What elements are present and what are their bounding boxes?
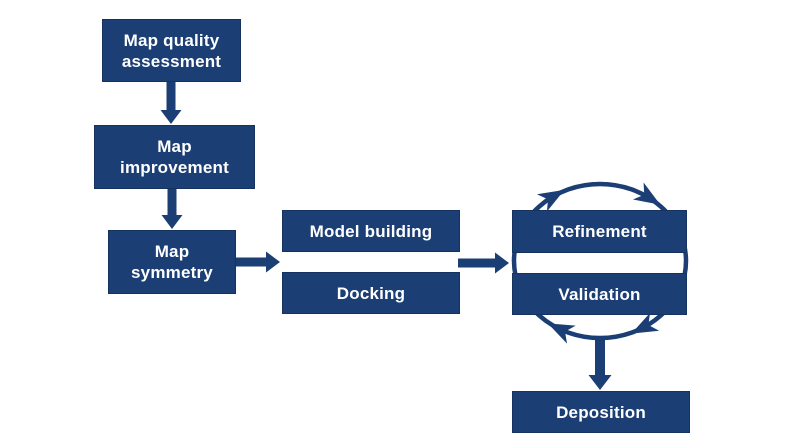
arrow-symmetry-to-modelbuilding-icon — [236, 251, 280, 273]
arrow-cycle-to-deposition-icon — [588, 336, 612, 390]
node-validation: Validation — [512, 273, 687, 315]
arrow-improvement-to-symmetry-icon — [161, 188, 183, 229]
node-map-symmetry: Map symmetry — [108, 230, 236, 294]
arrow-modelbuilding-to-refinement-icon — [458, 252, 509, 274]
node-docking: Docking — [282, 272, 460, 314]
node-model-building: Model building — [282, 210, 460, 252]
arrow-assessment-to-improvement-icon — [160, 82, 182, 124]
cycle-arrowhead-top-left-icon — [536, 189, 565, 212]
cycle-arrowhead-top-right-icon — [632, 182, 661, 205]
node-deposition: Deposition — [512, 391, 690, 433]
node-refinement: Refinement — [512, 210, 687, 253]
node-map-quality-assessment: Map quality assessment — [102, 19, 241, 82]
cycle-arrowhead-bottom-right-icon — [631, 312, 660, 334]
cycle-arrowhead-bottom-left-icon — [547, 323, 576, 344]
node-map-improvement: Map improvement — [94, 125, 255, 189]
